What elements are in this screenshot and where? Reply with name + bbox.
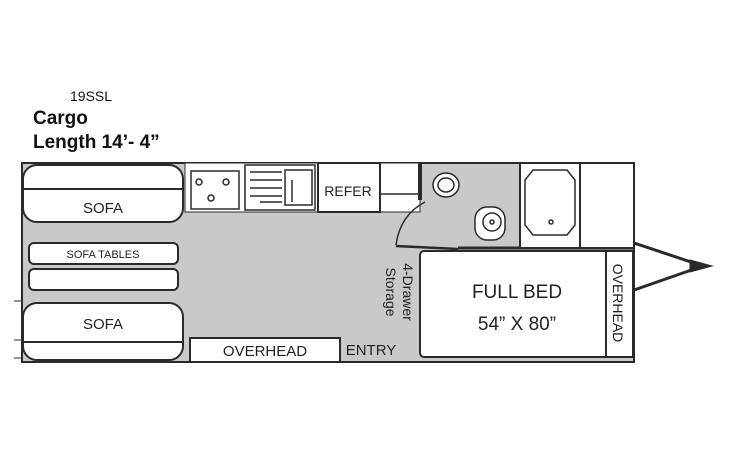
sofa-rear	[22, 302, 184, 361]
sofa-table-1	[28, 242, 179, 265]
bathroom-sink	[432, 172, 460, 198]
sofa-tables-label: SOFA TABLES	[67, 249, 140, 261]
bathroom-door	[395, 201, 426, 246]
length-label: Length 14’- 4”	[33, 132, 160, 153]
sofa-table-2	[28, 268, 179, 291]
model-name: 19SSL	[70, 88, 113, 104]
overhead-side	[189, 337, 341, 363]
storage-label-line2: Storage	[383, 267, 399, 316]
shower	[519, 162, 581, 249]
overhead-front-label: OVERHEAD	[610, 264, 626, 343]
entry-label: ENTRY	[346, 342, 397, 359]
storage-label-line1: 4-Drawer	[400, 263, 416, 321]
cargo-label: Cargo	[33, 108, 88, 129]
overhead-front	[605, 250, 634, 358]
overhead-side-label: OVERHEAD	[223, 343, 307, 360]
bed-size-label: 54” X 80”	[478, 314, 556, 335]
bed-label: FULL BED	[472, 282, 562, 303]
refer-label: REFER	[324, 183, 371, 199]
refrigerator	[317, 162, 381, 213]
sofa-front	[22, 164, 184, 223]
full-bed	[419, 250, 611, 358]
hitch	[633, 241, 714, 292]
closet	[579, 162, 635, 249]
sofa-front-label: SOFA	[83, 200, 123, 217]
sofa-rear-label: SOFA	[83, 316, 123, 333]
stove	[190, 170, 240, 210]
kitchen-sink	[244, 164, 316, 211]
toilet	[474, 206, 506, 241]
